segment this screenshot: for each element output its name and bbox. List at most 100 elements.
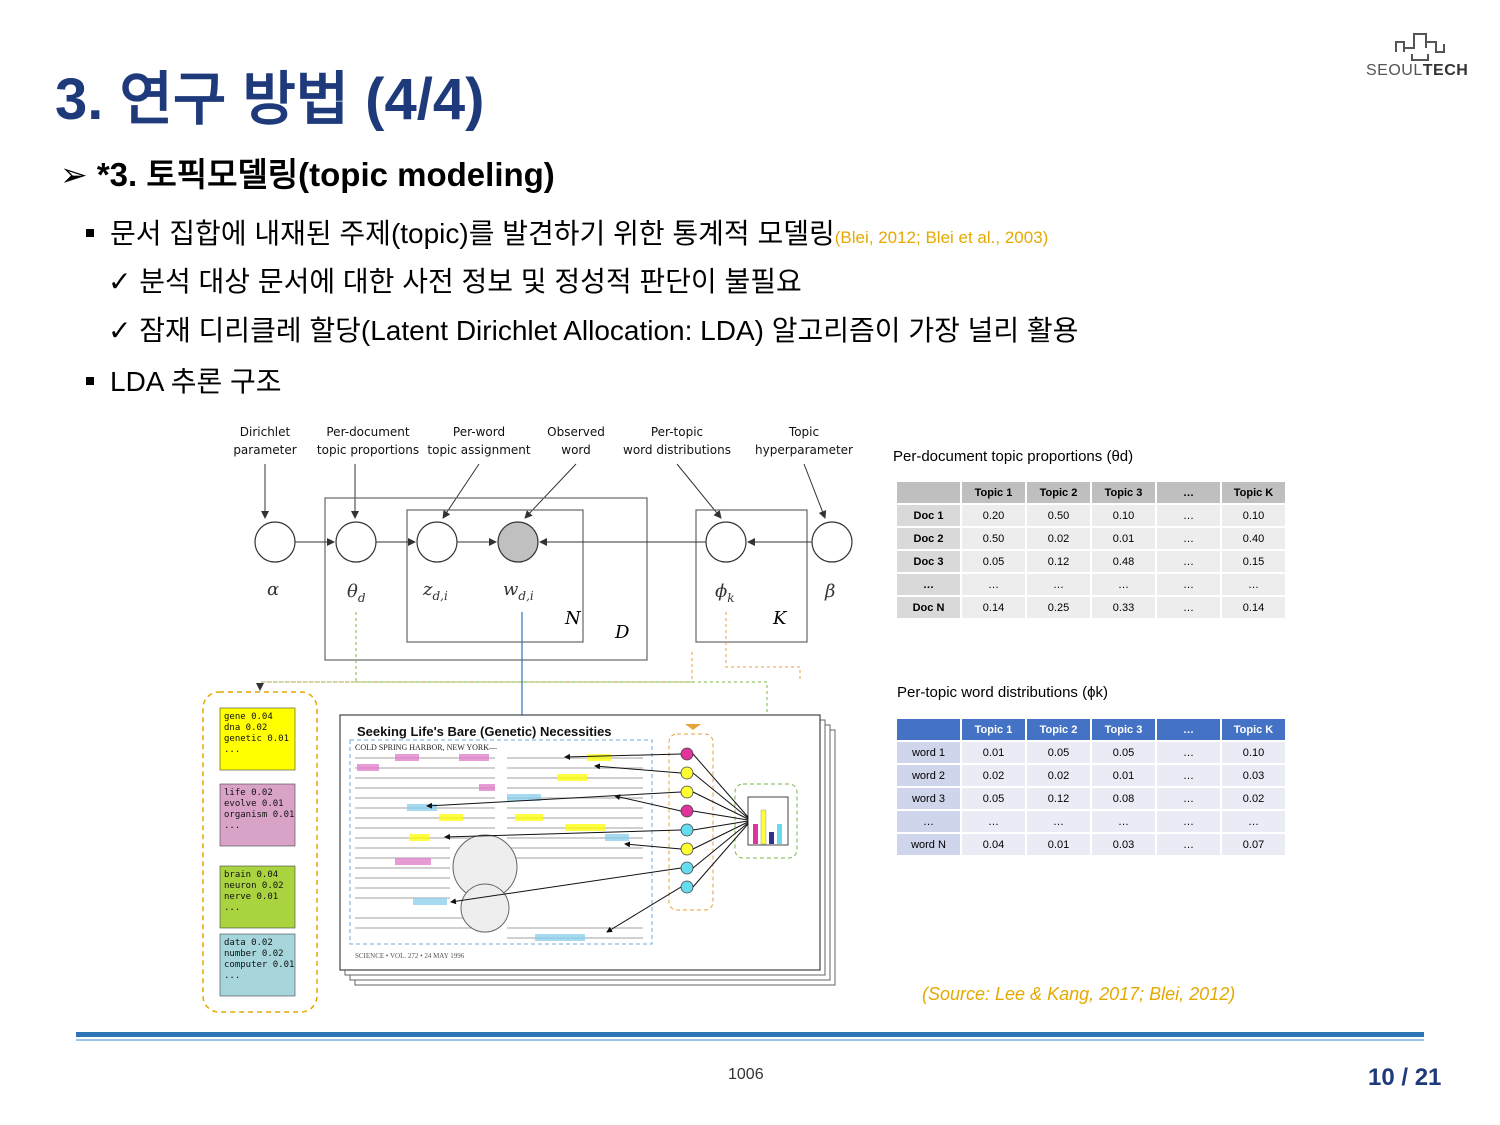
table1-caption: Per-document topic proportions (θd) <box>893 448 1134 465</box>
symbol-w: wd,i <box>503 579 534 603</box>
node-w-observed <box>497 521 539 563</box>
article-dateline: COLD SPRING HARBOR, NEW YORK— <box>355 743 498 752</box>
table-cell: 0.01 <box>962 742 1025 763</box>
table-cell: … <box>1157 834 1220 855</box>
table-cell: 0.10 <box>1092 505 1155 526</box>
table-header-cell: Topic 2 <box>1027 482 1090 503</box>
square-bullet-icon <box>86 376 94 385</box>
section-heading: ➢ *3. 토픽모델링(topic modeling) <box>60 148 555 196</box>
logo-wordmark: SEOULTECH <box>1366 62 1468 80</box>
table-cell: 0.12 <box>1027 551 1090 572</box>
topic2-line3: organism 0.01 <box>224 810 294 820</box>
plate-N <box>406 509 584 643</box>
table-row: … … … … … … <box>897 811 1285 832</box>
table2-caption: Per-topic word distributions (ϕk) <box>897 684 1108 701</box>
topic-card-4 <box>219 933 296 997</box>
table-cell: 0.14 <box>1222 597 1285 618</box>
table-cell: 0.02 <box>1027 528 1090 549</box>
plate-K <box>695 509 808 643</box>
table-cell: 0.01 <box>1092 528 1155 549</box>
symbol-z: zd,i <box>422 579 448 603</box>
topic-word-table: Topic 1 Topic 2 Topic 3 … Topic K word 1… <box>895 717 1287 857</box>
topic2-line4: ... <box>224 821 240 831</box>
table-cell: … <box>1157 574 1220 595</box>
table-cell: … <box>1157 528 1220 549</box>
table-cell: 0.25 <box>1027 597 1090 618</box>
table-row: word 2 0.02 0.02 0.01 … 0.03 <box>897 765 1285 786</box>
section-heading-text: *3. 토픽모델링(topic modeling) <box>96 156 555 193</box>
table-cell: 0.01 <box>1027 834 1090 855</box>
topic2-line1: life 0.02 <box>224 788 273 798</box>
table-cell: 0.10 <box>1222 742 1285 763</box>
table-cell: 0.12 <box>1027 788 1090 809</box>
table-cell: 0.04 <box>962 834 1025 855</box>
source-citation: (Source: Lee & Kang, 2017; Blei, 2012) <box>922 984 1236 1004</box>
node-theta <box>335 521 377 563</box>
table-cell: 0.10 <box>1222 505 1285 526</box>
table-cell: … <box>1157 811 1220 832</box>
lda-diagram: Dirichlet parameter Per-document topic p… <box>202 425 853 1013</box>
table-row: Doc N 0.14 0.25 0.33 … 0.14 <box>897 597 1285 618</box>
table-cell: 0.20 <box>962 505 1025 526</box>
footer-rule <box>76 1032 1424 1037</box>
article-footer: SCIENCE • VOL. 272 • 24 MAY 1996 <box>355 952 465 960</box>
topic1-line1: gene 0.04 <box>224 712 273 722</box>
table-cell: 0.07 <box>1222 834 1285 855</box>
table-cell: … <box>1092 574 1155 595</box>
node-phi <box>705 521 747 563</box>
table-cell: 0.05 <box>1092 742 1155 763</box>
label-observed-l2: word <box>561 443 591 457</box>
slide-title: 3. 연구 방법 (4/4) <box>55 67 485 132</box>
check-icon: ✓ <box>108 315 132 346</box>
label-observed-l1: Observed <box>547 425 605 439</box>
table-cell: 0.15 <box>1222 551 1285 572</box>
topic1-line2: dna 0.02 <box>224 723 267 733</box>
symbol-phi: ϕk <box>715 581 735 605</box>
label-per-word-l1: Per-word <box>453 425 505 439</box>
table-cell: … <box>1222 811 1285 832</box>
table-row-label: Doc 3 <box>897 551 960 572</box>
sub-bullet-prior-info: ✓ 분석 대상 문서에 대한 사전 정보 및 정성적 판단이 불필요 <box>108 260 802 300</box>
table-cell: 0.02 <box>1222 788 1285 809</box>
table-cell: 0.05 <box>962 551 1025 572</box>
table-cell: … <box>1092 811 1155 832</box>
footer-rule-light <box>76 1039 1424 1041</box>
label-per-doc-l1: Per-document <box>326 425 410 439</box>
topic4-line1: data 0.02 <box>224 938 273 948</box>
table-cell: … <box>1027 574 1090 595</box>
topics-container <box>202 691 318 1013</box>
table-header-cell: Topic 1 <box>962 482 1025 503</box>
table-header-row: Topic 1 Topic 2 Topic 3 … Topic K <box>897 719 1285 740</box>
label-per-doc-l2: topic proportions <box>317 443 419 457</box>
topic3-line4: ... <box>224 903 240 913</box>
bullet-text: 문서 집합에 내재된 주제(topic)를 발견하기 위한 통계적 모델링 <box>110 218 835 249</box>
label-dirichlet-l2: parameter <box>233 443 296 457</box>
table-row: Doc 1 0.20 0.50 0.10 … 0.10 <box>897 505 1285 526</box>
seoultech-logo-icon <box>1395 33 1445 61</box>
node-alpha <box>254 521 296 563</box>
table-header-cell: … <box>1157 719 1220 740</box>
table-cell: 0.02 <box>962 765 1025 786</box>
table-cell: … <box>1157 765 1220 786</box>
symbol-beta: β <box>824 581 835 602</box>
label-per-word-l2: topic assignment <box>427 443 531 457</box>
table-header-cell: Topic K <box>1222 719 1285 740</box>
topic-card-2 <box>219 783 296 847</box>
plate-N-label: N <box>564 608 582 629</box>
topic1-line4: ... <box>224 745 240 755</box>
square-bullet-icon <box>86 228 94 237</box>
topic4-line3: computer 0.01 <box>224 960 294 970</box>
label-topic-hyper-l2: hyperparameter <box>755 443 853 457</box>
table-row-label: … <box>897 811 960 832</box>
table-row-label: word N <box>897 834 960 855</box>
doc-topic-table: Topic 1 Topic 2 Topic 3 … Topic K Doc 1 … <box>895 480 1287 620</box>
table-cell: … <box>1157 742 1220 763</box>
table-cell: 0.50 <box>1027 505 1090 526</box>
bullet-topic-modeling: 문서 집합에 내재된 주제(topic)를 발견하기 위한 통계적 모델링(Bl… <box>86 212 1048 252</box>
topic4-line4: ... <box>224 971 240 981</box>
table-row-label: word 3 <box>897 788 960 809</box>
plate-D-label: D <box>614 622 630 643</box>
topic-card-3 <box>219 865 296 929</box>
topic3-line2: neuron 0.02 <box>224 881 284 891</box>
table-row: word 3 0.05 0.12 0.08 … 0.02 <box>897 788 1285 809</box>
